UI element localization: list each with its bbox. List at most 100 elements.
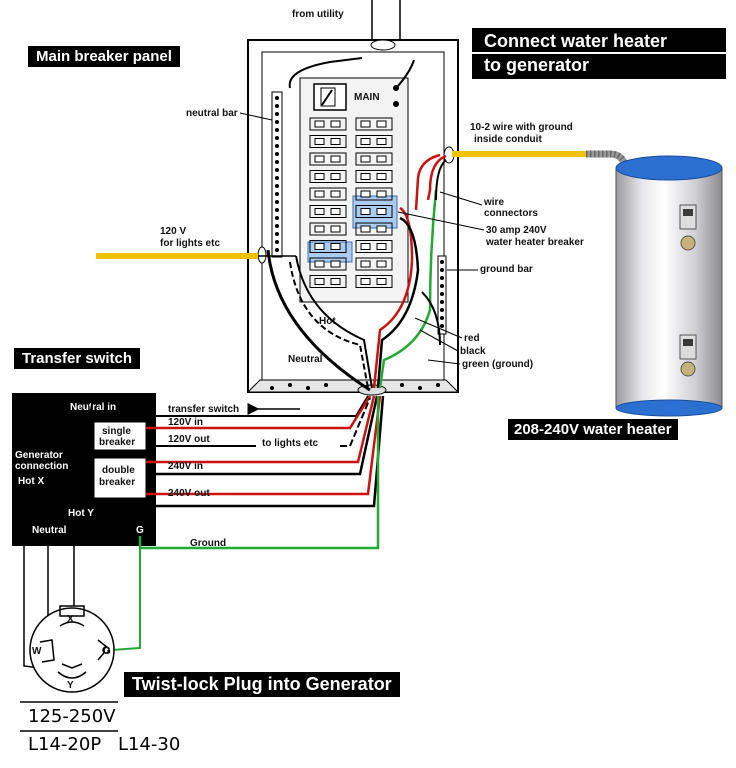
terminal-screw — [440, 316, 444, 320]
terminal-screw — [275, 176, 279, 180]
breaker-switch — [309, 117, 347, 131]
breaker-switch — [355, 205, 393, 218]
plug-title: Twist-lock Plug into Generator — [124, 672, 400, 697]
in-240-label: 240V in — [168, 461, 203, 472]
breaker-switch — [355, 257, 393, 271]
gen-connection-line1-label: Generator — [15, 450, 63, 461]
terminal-screw — [275, 192, 279, 196]
green-ground-label: green (ground) — [462, 359, 533, 370]
terminal-screw — [440, 276, 444, 280]
terminal-screw — [275, 160, 279, 164]
hot-x-label: Hot X — [18, 476, 44, 487]
hot-label: Hot — [319, 316, 336, 327]
from-utility-label: from utility — [292, 9, 344, 20]
gen-connection-line2-label: connection — [15, 461, 68, 472]
terminal-screw — [440, 268, 444, 272]
neutral-bar — [271, 91, 283, 258]
breaker-switch — [309, 205, 347, 218]
transfer-switch-arrow-label: transfer switch — [168, 404, 239, 415]
terminal-screw — [275, 224, 279, 228]
transfer-switch-wires — [89, 395, 385, 550]
terminal-screw — [275, 200, 279, 204]
breaker-switch — [355, 117, 393, 131]
switch-g-label: G — [136, 525, 144, 536]
terminal-screw — [275, 128, 279, 132]
panel-neutral-label: Neutral — [288, 354, 323, 365]
terminal-screw — [440, 308, 444, 312]
lights-line1-label: 120 V — [160, 226, 186, 237]
hot-y-label: Hot Y — [68, 508, 94, 519]
breaker-switch — [309, 152, 347, 166]
terminal-screw — [275, 120, 279, 124]
breaker-switch — [355, 187, 393, 201]
wire-10-2-line2-label: inside conduit — [474, 134, 542, 145]
wire-connectors-line2-label: connectors — [484, 208, 538, 219]
terminal-screw — [440, 292, 444, 296]
terminal-screw — [440, 260, 444, 264]
terminal-screw — [275, 104, 279, 108]
rating-voltage: 125-250V — [28, 706, 116, 727]
rating-model-a: L14-20P — [28, 734, 102, 755]
single-breaker-line2-label: breaker — [99, 437, 135, 448]
plug-g-label: G — [103, 646, 111, 657]
main-panel-title: Main breaker panel — [28, 46, 180, 68]
lights-line2-label: for lights etc — [160, 238, 220, 249]
breaker-switch — [309, 222, 347, 236]
transfer-switch-title: Transfer switch — [14, 348, 141, 370]
main-breaker-label: MAIN — [354, 92, 380, 103]
breaker-switch — [355, 275, 393, 288]
wire-connectors-line1-label: wire — [483, 197, 504, 208]
switch-neutral-label: Neutral — [32, 525, 67, 536]
twist-lock-plug — [29, 605, 115, 693]
rating-model-b: L14-30 — [118, 734, 181, 755]
breaker-30a-line2-label: water heater breaker — [485, 237, 584, 248]
panel-internal-wires — [266, 57, 447, 392]
breaker-switch — [309, 257, 347, 271]
terminal-screw — [275, 144, 279, 148]
terminal-screw — [275, 152, 279, 156]
terminal-screw — [275, 184, 279, 188]
terminal-screw — [275, 216, 279, 220]
terminal-screw — [275, 248, 279, 252]
breaker-switch — [309, 135, 347, 148]
neutral-bar-label: neutral bar — [186, 108, 238, 119]
to-lights-label: to lights etc — [262, 438, 319, 449]
terminal-screw — [275, 112, 279, 116]
terminal-screw — [275, 96, 279, 100]
water-heater-illustration — [615, 155, 723, 417]
water-heater-conduit — [452, 150, 630, 171]
double-breaker-box — [93, 457, 147, 499]
breaker-switch — [355, 170, 393, 183]
wire-10-2-line1-label: 10-2 wire with ground — [470, 122, 573, 133]
breaker-switch — [309, 275, 347, 288]
terminal-screw — [275, 136, 279, 140]
terminal-screw — [440, 324, 444, 328]
ground-wire-label: Ground — [190, 538, 226, 549]
breaker-switch — [355, 135, 393, 148]
single-breaker-box — [93, 421, 147, 451]
plug-w-label: W — [32, 646, 42, 657]
connect-title-line2: to generator — [472, 54, 726, 79]
breaker-rows — [309, 117, 393, 288]
breaker-switch — [309, 170, 347, 183]
breaker-switch — [355, 240, 393, 253]
double-breaker-line2-label: breaker — [99, 477, 135, 488]
terminal-screw — [440, 284, 444, 288]
terminal-screw — [275, 240, 279, 244]
red-label: red — [464, 333, 480, 344]
black-label: black — [460, 346, 486, 357]
terminal-screw — [275, 168, 279, 172]
water-heater-title: 208-240V water heater — [508, 419, 678, 441]
terminal-screw — [440, 300, 444, 304]
double-breaker-line1-label: double — [102, 465, 135, 476]
breaker-switch — [309, 187, 347, 201]
neutral-in-label: Neutral in — [70, 402, 116, 413]
plug-y-label: Y — [67, 680, 74, 691]
breaker-30a-line1-label: 30 amp 240V — [486, 225, 547, 236]
terminal-screw — [275, 232, 279, 236]
out-240-label: 240V out — [168, 488, 210, 499]
out-120-label: 120V out — [168, 434, 210, 445]
ground-bar — [437, 255, 447, 335]
ground-bar-label: ground bar — [480, 264, 533, 275]
